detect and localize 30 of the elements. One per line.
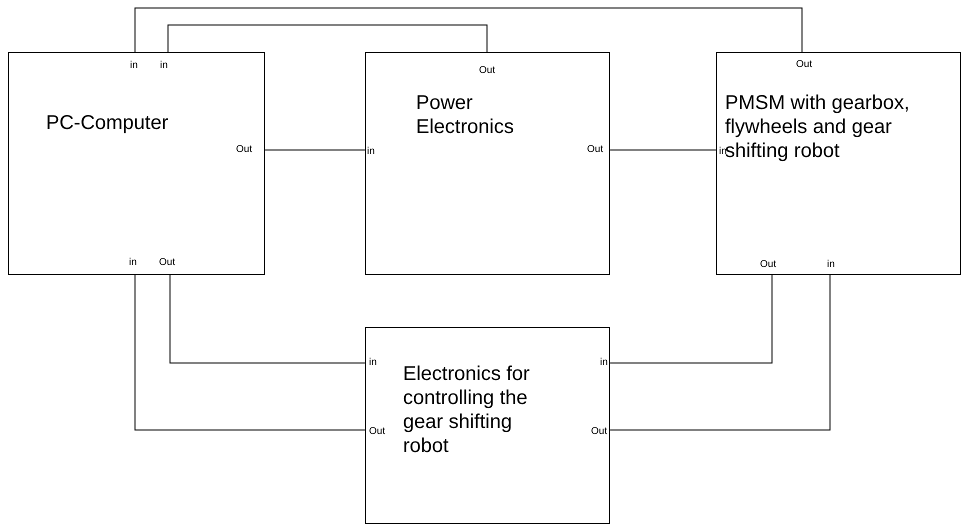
port-label: Out [587, 144, 604, 156]
port-label: Out [796, 59, 812, 71]
connector-line [134, 274, 366, 430]
port-label: in [827, 259, 835, 271]
port-label: in [600, 357, 608, 369]
port-label: Out [760, 259, 776, 271]
port-label: Out [159, 257, 176, 269]
port-label: in [719, 146, 727, 157]
block-label: PC-Computer [46, 111, 170, 135]
connector-line [134, 8, 802, 52]
connector-line [168, 24, 488, 52]
connector-line [610, 274, 830, 430]
port-label: in [367, 146, 375, 158]
port-label: in [130, 60, 138, 72]
connector-line [610, 274, 772, 364]
block-box [8, 52, 265, 275]
block-label: PMSM with gearbox, flywheels and gear shifting robot [725, 91, 911, 163]
block-label: Power Electronics [416, 91, 515, 139]
block-box [365, 327, 610, 524]
block-label: Electronics for controlling the gear shifting robot [403, 362, 531, 458]
port-label: Out [479, 65, 496, 77]
block-box [365, 52, 610, 275]
port-label: in [369, 357, 377, 369]
connector-line [170, 274, 366, 364]
port-label: Out [591, 426, 608, 438]
port-label: Out [369, 426, 386, 438]
port-label: Out [236, 144, 252, 156]
block-box [716, 52, 961, 275]
port-label: in [160, 60, 168, 72]
port-label: in [129, 257, 137, 269]
